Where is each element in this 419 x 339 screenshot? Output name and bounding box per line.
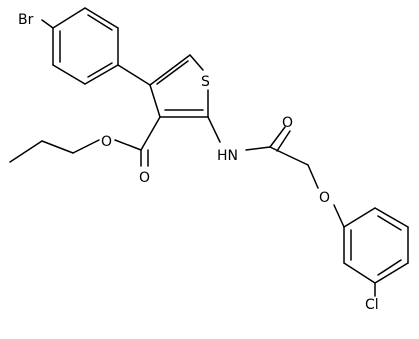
chlorine-label: Cl xyxy=(365,297,379,313)
thiophene-ring xyxy=(149,54,209,118)
bond-ring-to-bromine xyxy=(41,19,54,29)
propyl-ester-group xyxy=(9,116,161,167)
sulfur-label: S xyxy=(201,74,210,90)
bond-aryl-thiophene xyxy=(117,64,151,86)
chlorophenyl-ring xyxy=(343,207,409,284)
amide-nh-label: HN xyxy=(217,148,238,164)
bromophenyl-ring xyxy=(52,7,119,85)
ether-oxygen-label: O xyxy=(319,190,330,206)
ester-alkoxy-oxygen-label: O xyxy=(101,134,112,150)
bromine-label: Br xyxy=(18,12,34,28)
amide-oxygen-label: O xyxy=(282,115,293,131)
amide-linker xyxy=(207,116,345,228)
ester-carbonyl-oxygen-label: O xyxy=(139,170,150,186)
